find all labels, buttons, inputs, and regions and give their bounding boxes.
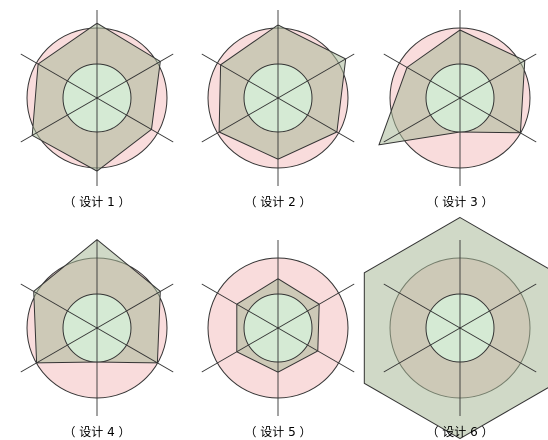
- radar-panel-4: [20, 238, 174, 416]
- radar-panel-6: [363, 216, 548, 440]
- radar-panel-2: [201, 10, 355, 186]
- axis-line: [20, 53, 174, 143]
- axis-line: [201, 283, 355, 373]
- axis-line: [383, 283, 537, 373]
- caption-design-4: （ 设计 4 ）: [63, 425, 131, 439]
- radar-panel-5: [201, 240, 355, 416]
- caption-design-5: （ 设计 5 ）: [244, 425, 312, 439]
- radar-panel-3: [378, 10, 537, 186]
- axis-line: [201, 53, 355, 143]
- radar-panel-1: [20, 10, 174, 186]
- caption-design-2: （ 设计 2 ）: [244, 195, 312, 209]
- axis-line: [383, 53, 537, 143]
- caption-design-3: （ 设计 3 ）: [426, 195, 494, 209]
- caption-design-1: （ 设计 1 ）: [63, 195, 131, 209]
- axis-line: [20, 283, 174, 373]
- caption-design-6: （ 设计 6 ）: [426, 425, 494, 439]
